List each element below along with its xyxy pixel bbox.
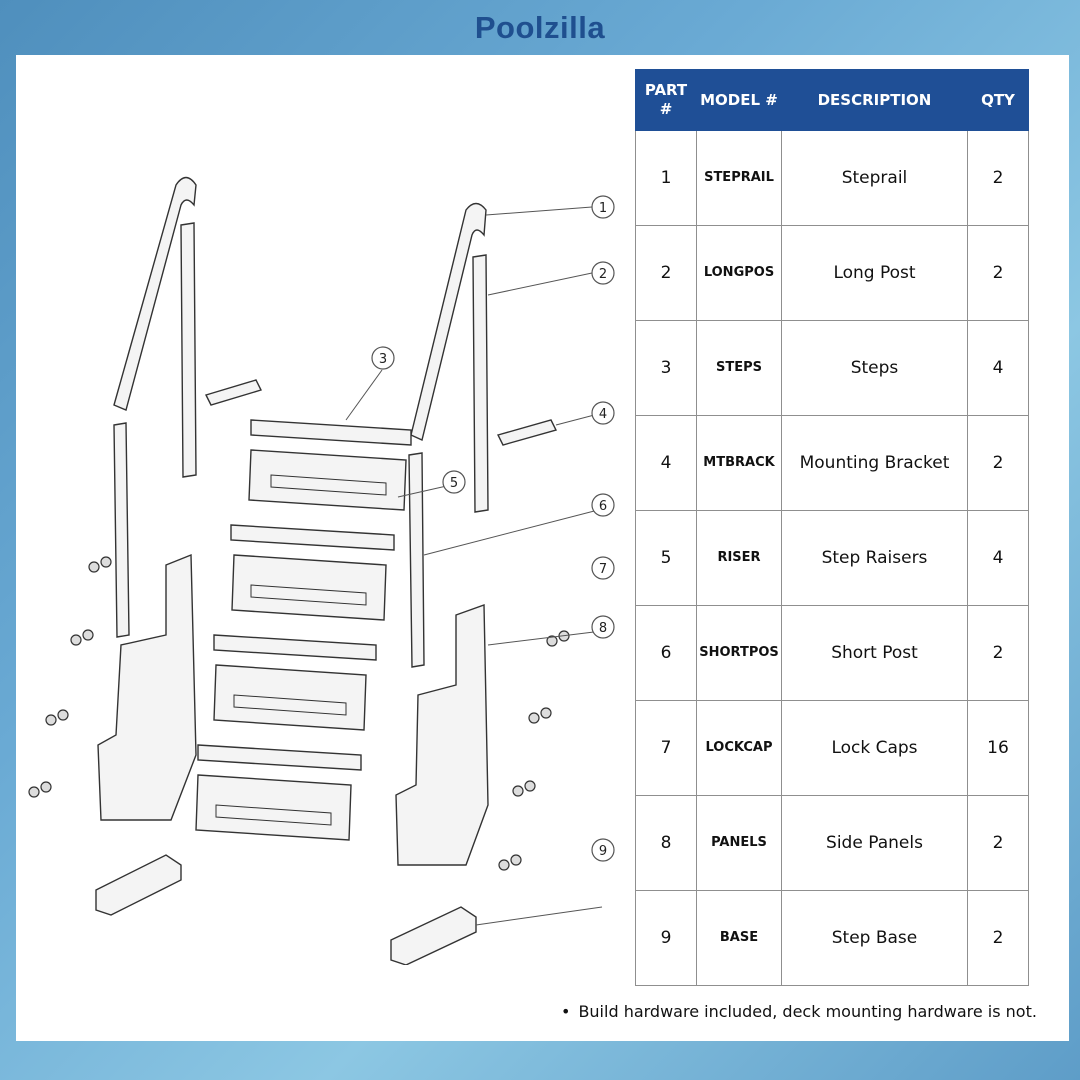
cell-qty: 16 [967,700,1029,796]
header-part: PART # [635,69,697,131]
cell-model: STEPS [696,320,782,416]
right-side-panel [395,604,489,866]
brand-logo: Poolzilla [474,10,606,45]
cell-description: Lock Caps [781,700,968,796]
cell-part: 6 [635,605,697,701]
callout-7: 7 [599,562,607,577]
right-long-post [472,254,489,513]
cell-model: PANELS [696,795,782,891]
hardware-note: • Build hardware included, deck mounting … [561,1002,1037,1021]
table-row: 6 SHORTPOS Short Post 2 [635,605,1029,701]
callout-2: 2 [599,267,607,282]
cell-qty: 2 [967,795,1029,891]
cell-qty: 2 [967,415,1029,511]
left-steprail [113,176,197,411]
callout-4: 4 [599,407,607,422]
cell-description: Side Panels [781,795,968,891]
parts-table-header: PART # MODEL # DESCRIPTION QTY [635,69,1029,131]
cell-qty: 4 [967,510,1029,606]
cell-qty: 2 [967,890,1029,986]
cell-part: 2 [635,225,697,321]
bullet-icon: • [561,1002,571,1021]
header-qty: QTY [967,69,1029,131]
table-row: 5 RISER Step Raisers 4 [635,510,1029,606]
callout-3: 3 [379,352,387,367]
left-side-panel [97,553,197,821]
step-4 [197,744,362,771]
cell-qty: 2 [967,225,1029,321]
right-step-base [390,906,477,965]
left-short-post [113,422,130,638]
riser-2 [231,554,387,621]
callout-8: 8 [599,621,607,636]
cell-model: RISER [696,510,782,606]
cell-model: SHORTPOS [696,605,782,701]
table-row: 2 LONGPOS Long Post 2 [635,225,1029,321]
cell-model: MTBRACK [696,415,782,511]
callout-5: 5 [450,476,458,491]
step-1 [250,419,412,446]
step-2 [230,524,395,551]
callout-9: 9 [599,844,607,859]
cell-model: BASE [696,890,782,986]
header-description: DESCRIPTION [781,69,968,131]
table-row: 4 MTBRACK Mounting Bracket 2 [635,415,1029,511]
table-row: 9 BASE Step Base 2 [635,890,1029,986]
cell-qty: 4 [967,320,1029,416]
left-mounting-bracket [205,379,262,406]
hardware-note-text: Build hardware included, deck mounting h… [578,1002,1037,1021]
cell-model: LOCKCAP [696,700,782,796]
table-row: 7 LOCKCAP Lock Caps 16 [635,700,1029,796]
riser-1 [248,449,407,511]
table-row: 1 STEPRAIL Steprail 2 [635,130,1029,226]
right-steprail [410,202,487,441]
parts-table: PART # MODEL # DESCRIPTION QTY 1 STEPRAI… [635,69,1029,986]
cell-part: 9 [635,890,697,986]
cell-description: Mounting Bracket [781,415,968,511]
ladder-exploded-diagram: 1 2 3 4 5 6 7 8 9 [28,176,615,965]
riser-4 [195,774,352,841]
left-step-base [95,854,182,916]
cell-part: 3 [635,320,697,416]
step-3 [213,634,377,661]
cell-qty: 2 [967,130,1029,226]
cell-part: 7 [635,700,697,796]
parts-card: 1 2 3 4 5 6 7 8 9 PART # MODEL # DESCRIP… [16,55,1069,1041]
cell-part: 8 [635,795,697,891]
cell-part: 4 [635,415,697,511]
cell-qty: 2 [967,605,1029,701]
table-row: 8 PANELS Side Panels 2 [635,795,1029,891]
header-model: MODEL # [696,69,782,131]
cell-description: Step Raisers [781,510,968,606]
cell-part: 1 [635,130,697,226]
cell-description: Steps [781,320,968,416]
callout-6: 6 [599,499,607,514]
cell-description: Short Post [781,605,968,701]
cell-model: LONGPOS [696,225,782,321]
riser-3 [213,664,367,731]
right-short-post [408,452,425,668]
cell-model: STEPRAIL [696,130,782,226]
cell-description: Long Post [781,225,968,321]
callout-1: 1 [599,201,607,216]
left-long-post [180,222,197,478]
table-row: 3 STEPS Steps 4 [635,320,1029,416]
cell-description: Step Base [781,890,968,986]
cell-description: Steprail [781,130,968,226]
cell-part: 5 [635,510,697,606]
right-mounting-bracket [496,419,558,446]
